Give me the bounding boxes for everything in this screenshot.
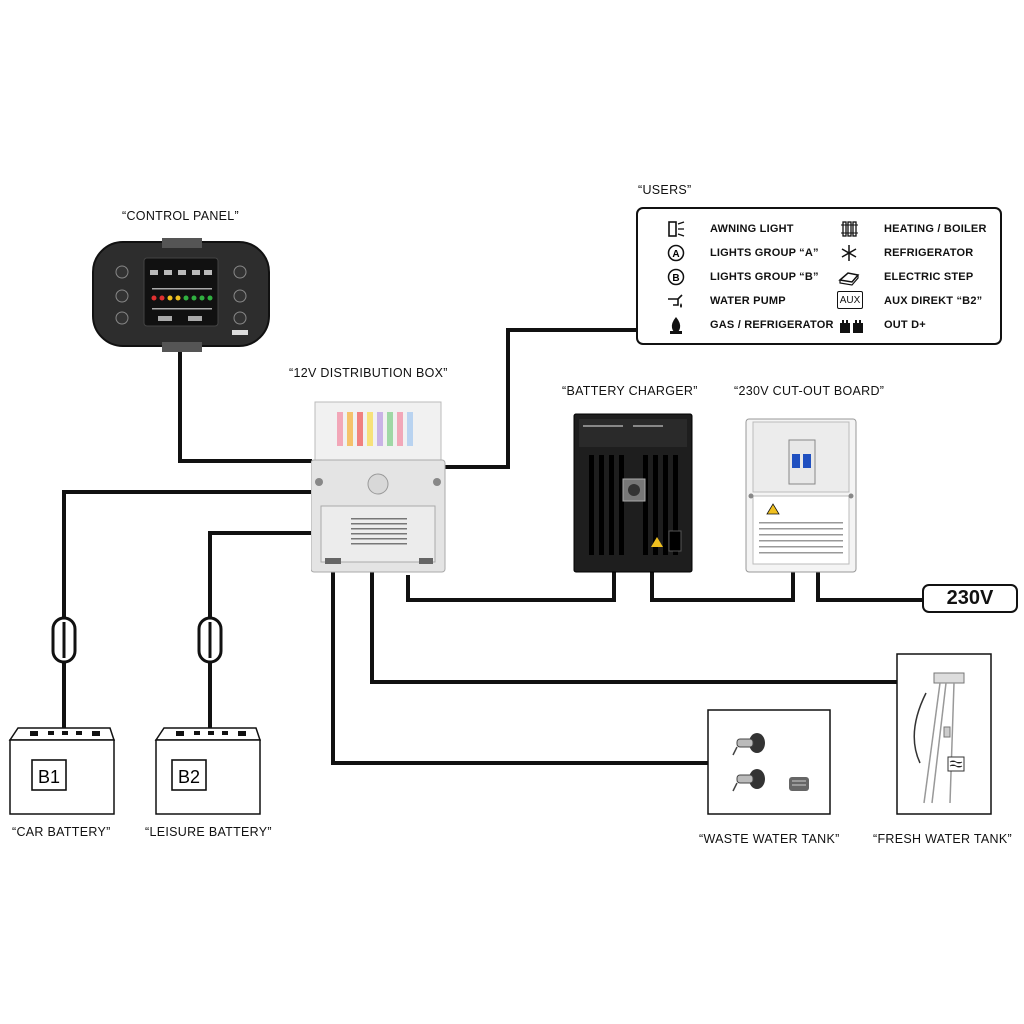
user-refrigerator: REFRIGERATOR <box>884 247 974 259</box>
aux-icon: AUX <box>837 291 863 309</box>
wire-charger-to-cutout <box>650 570 795 602</box>
user-heating-boiler: HEATING / BOILER <box>884 223 987 235</box>
snowflake-icon <box>841 245 857 261</box>
users-box: A B AWNING LIGHT LIGHTS GROUP “A” LIGHTS… <box>636 207 1002 345</box>
distribution-box-label: “12V DISTRIBUTION BOX” <box>289 366 448 380</box>
gas-flame-icon <box>670 317 682 334</box>
mains-230v-label: 230V <box>922 584 1018 613</box>
waste-water-tank <box>707 709 831 815</box>
user-awning-light: AWNING LIGHT <box>710 223 794 235</box>
control-panel-label: “CONTROL PANEL” <box>122 209 240 223</box>
user-gas-refrigerator: GAS / REFRIGERATOR <box>710 319 834 331</box>
waste-tank-label: “WASTE WATER TANK” <box>699 832 840 846</box>
svg-text:A: A <box>672 249 679 260</box>
wire-leisure-battery <box>208 531 312 728</box>
car-battery-label: “CAR BATTERY” <box>12 825 111 839</box>
user-electric-step: ELECTRIC STEP <box>884 271 974 283</box>
user-out-d: OUT D+ <box>884 319 926 331</box>
battery-charger-label: “BATTERY CHARGER” <box>562 384 698 398</box>
wire-fresh-tank <box>370 572 897 684</box>
awning-light-icon <box>668 221 685 237</box>
out-d-icon <box>840 320 863 333</box>
bulb-b-icon: B <box>667 268 685 286</box>
radiator-icon <box>841 221 858 237</box>
distribution-box <box>310 400 447 574</box>
fresh-water-tank <box>896 653 992 815</box>
user-aux-direkt-b2: AUX DIREKT “B2” <box>884 295 983 307</box>
user-lights-group-b: LIGHTS GROUP “B” <box>710 271 819 283</box>
leisure-battery: B2 <box>152 722 264 818</box>
wire-box-to-charger <box>406 570 616 602</box>
svg-text:B: B <box>672 273 679 284</box>
control-panel <box>92 230 270 354</box>
user-water-pump: WATER PUMP <box>710 295 786 307</box>
cutout-board <box>745 418 857 573</box>
wire-waste-tank <box>331 572 708 765</box>
wire-box-to-users <box>445 328 636 469</box>
wire-panel-to-box <box>178 350 312 463</box>
leisure-battery-b2-text: B2 <box>178 767 200 787</box>
waste-sensor-bottom <box>732 769 765 792</box>
wire-cutout-to-mains <box>816 572 922 602</box>
bulb-a-icon: A <box>667 244 685 262</box>
step-icon <box>838 272 860 286</box>
water-pump-icon <box>668 294 683 308</box>
car-battery: B1 <box>6 722 118 818</box>
users-label: “USERS” <box>638 183 692 197</box>
fresh-tank-label: “FRESH WATER TANK” <box>873 832 1012 846</box>
car-battery-b1-text: B1 <box>38 767 60 787</box>
battery-charger <box>573 413 693 573</box>
user-lights-group-a: LIGHTS GROUP “A” <box>710 247 819 259</box>
cutout-board-label: “230V CUT-OUT BOARD” <box>734 384 885 398</box>
leisure-battery-label: “LEISURE BATTERY” <box>145 825 272 839</box>
waste-sensor-top <box>732 733 765 756</box>
wire-car-battery <box>62 490 312 728</box>
